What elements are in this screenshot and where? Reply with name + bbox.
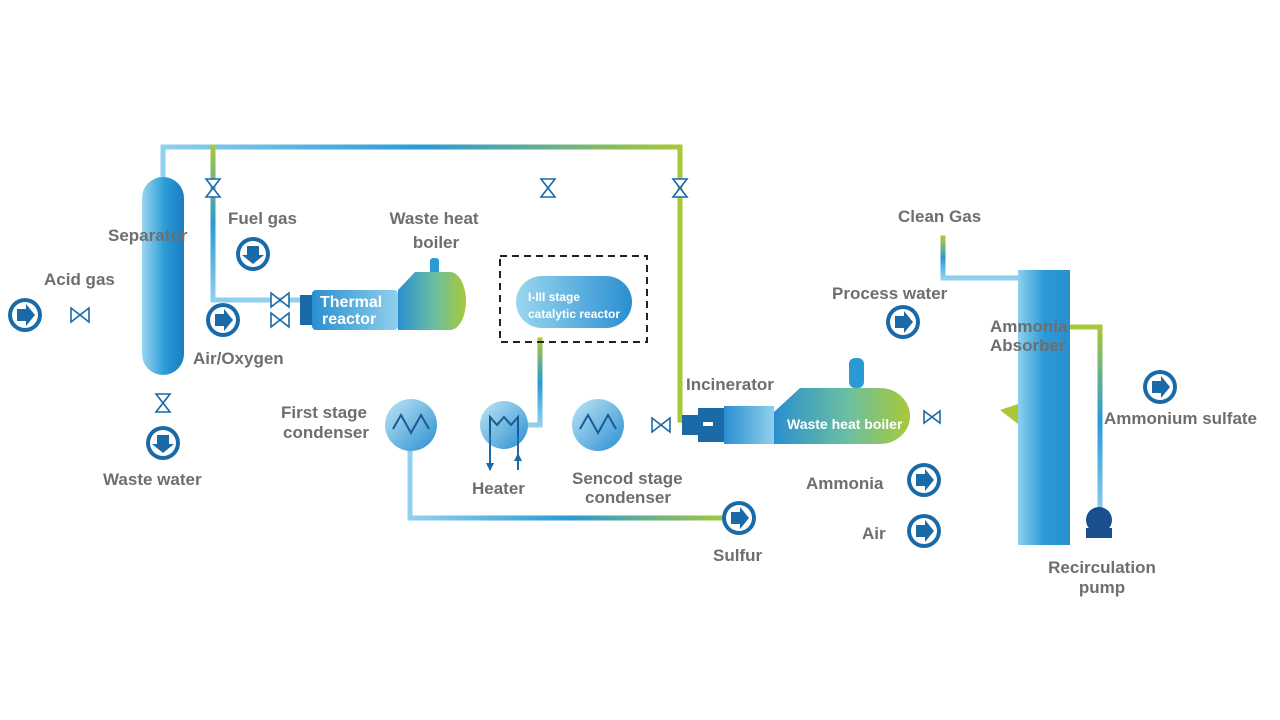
heater-label: Heater — [472, 479, 525, 498]
air-oxygen-label: Air/Oxygen — [193, 349, 284, 368]
waste-heat-boiler-2-label: Waste heat boiler — [787, 416, 903, 432]
first-stage-condenser — [385, 399, 437, 451]
valve-icon — [204, 178, 222, 198]
valve-icon — [671, 178, 689, 198]
clean-gas-pipe — [940, 235, 1038, 281]
thermal-reactor-label-line2: reactor — [322, 311, 376, 328]
first-condenser-label-line1: First stage — [281, 403, 367, 422]
heater — [480, 401, 528, 471]
sulfur-outlet-icon — [722, 501, 756, 535]
ammonia-absorber-label-line1: Ammonia — [990, 317, 1068, 336]
incinerator-label: Incinerator — [686, 375, 774, 394]
process-water-label: Process water — [832, 284, 948, 303]
recirculation-pump-label-line1: Recirculation — [1048, 558, 1156, 577]
separator-label: Separator — [108, 226, 188, 245]
ammonium-sulfate-label: Ammonium sulfate — [1104, 409, 1257, 428]
acid-gas-label: Acid gas — [44, 270, 115, 289]
waste-heat-boiler-2 — [774, 358, 910, 444]
separator-vessel — [142, 177, 184, 375]
second-condenser-label-line1: Sencod stage — [572, 469, 683, 488]
valve-icon — [539, 178, 557, 198]
fuel-gas-inlet-icon — [236, 237, 270, 271]
recirculation-pump — [1086, 507, 1112, 538]
ammonia-absorber — [1000, 270, 1070, 545]
waste-heat-boiler-1-label-line2: boiler — [413, 233, 460, 252]
catalytic-reactor-label-line1: I-III stage — [528, 290, 580, 304]
pipe-network — [41, 144, 1146, 534]
air-oxygen-inlet-icon — [206, 303, 240, 337]
thermal-reactor — [300, 290, 398, 330]
sulfur-label: Sulfur — [713, 546, 762, 565]
thermal-reactor-label-line1: Thermal — [320, 294, 382, 311]
second-condenser-label-line2: condenser — [585, 488, 671, 507]
catalytic-reactor-label-line2: catalytic reactor — [528, 307, 620, 321]
air-label: Air — [862, 524, 886, 543]
incinerator — [682, 406, 774, 444]
ammonium-sulfate-outlet-icon — [1143, 370, 1177, 404]
ammonia-inlet-icon — [907, 463, 941, 497]
waste-water-outlet-icon — [146, 426, 180, 460]
acid-gas-inlet-icon — [8, 298, 42, 332]
heater-catalytic-pipe — [525, 337, 543, 428]
top-header-pipe — [160, 144, 683, 423]
waste-heat-boiler-1-label-line1: Waste heat — [389, 209, 478, 228]
valve-icon — [270, 291, 290, 309]
valve-icon — [923, 409, 941, 425]
process-water-inlet-icon — [886, 305, 920, 339]
catalytic-reactor-boundary — [499, 255, 648, 343]
fuel-gas-label: Fuel gas — [228, 209, 297, 228]
second-stage-condenser — [572, 399, 624, 451]
valve-icon — [270, 311, 290, 329]
valve-icon — [70, 306, 90, 324]
flow-arrows — [8, 237, 1177, 548]
valve-icon — [154, 393, 172, 413]
valve-icon — [651, 416, 671, 434]
ammonia-label: Ammonia — [806, 474, 884, 493]
air-inlet-icon — [907, 514, 941, 548]
first-condenser-label-line2: condenser — [283, 423, 369, 442]
sulfur-collection-pipe — [407, 447, 733, 521]
waste-water-label: Waste water — [103, 470, 202, 489]
valves — [70, 178, 941, 434]
ammonia-absorber-label-line2: Absorber — [990, 336, 1066, 355]
recirculation-loop-pipe — [1067, 324, 1103, 521]
waste-heat-boiler-1 — [398, 258, 466, 330]
catalytic-reactor — [516, 276, 632, 328]
recirculation-pump-label-line2: pump — [1079, 578, 1125, 597]
clean-gas-label: Clean Gas — [898, 207, 981, 226]
